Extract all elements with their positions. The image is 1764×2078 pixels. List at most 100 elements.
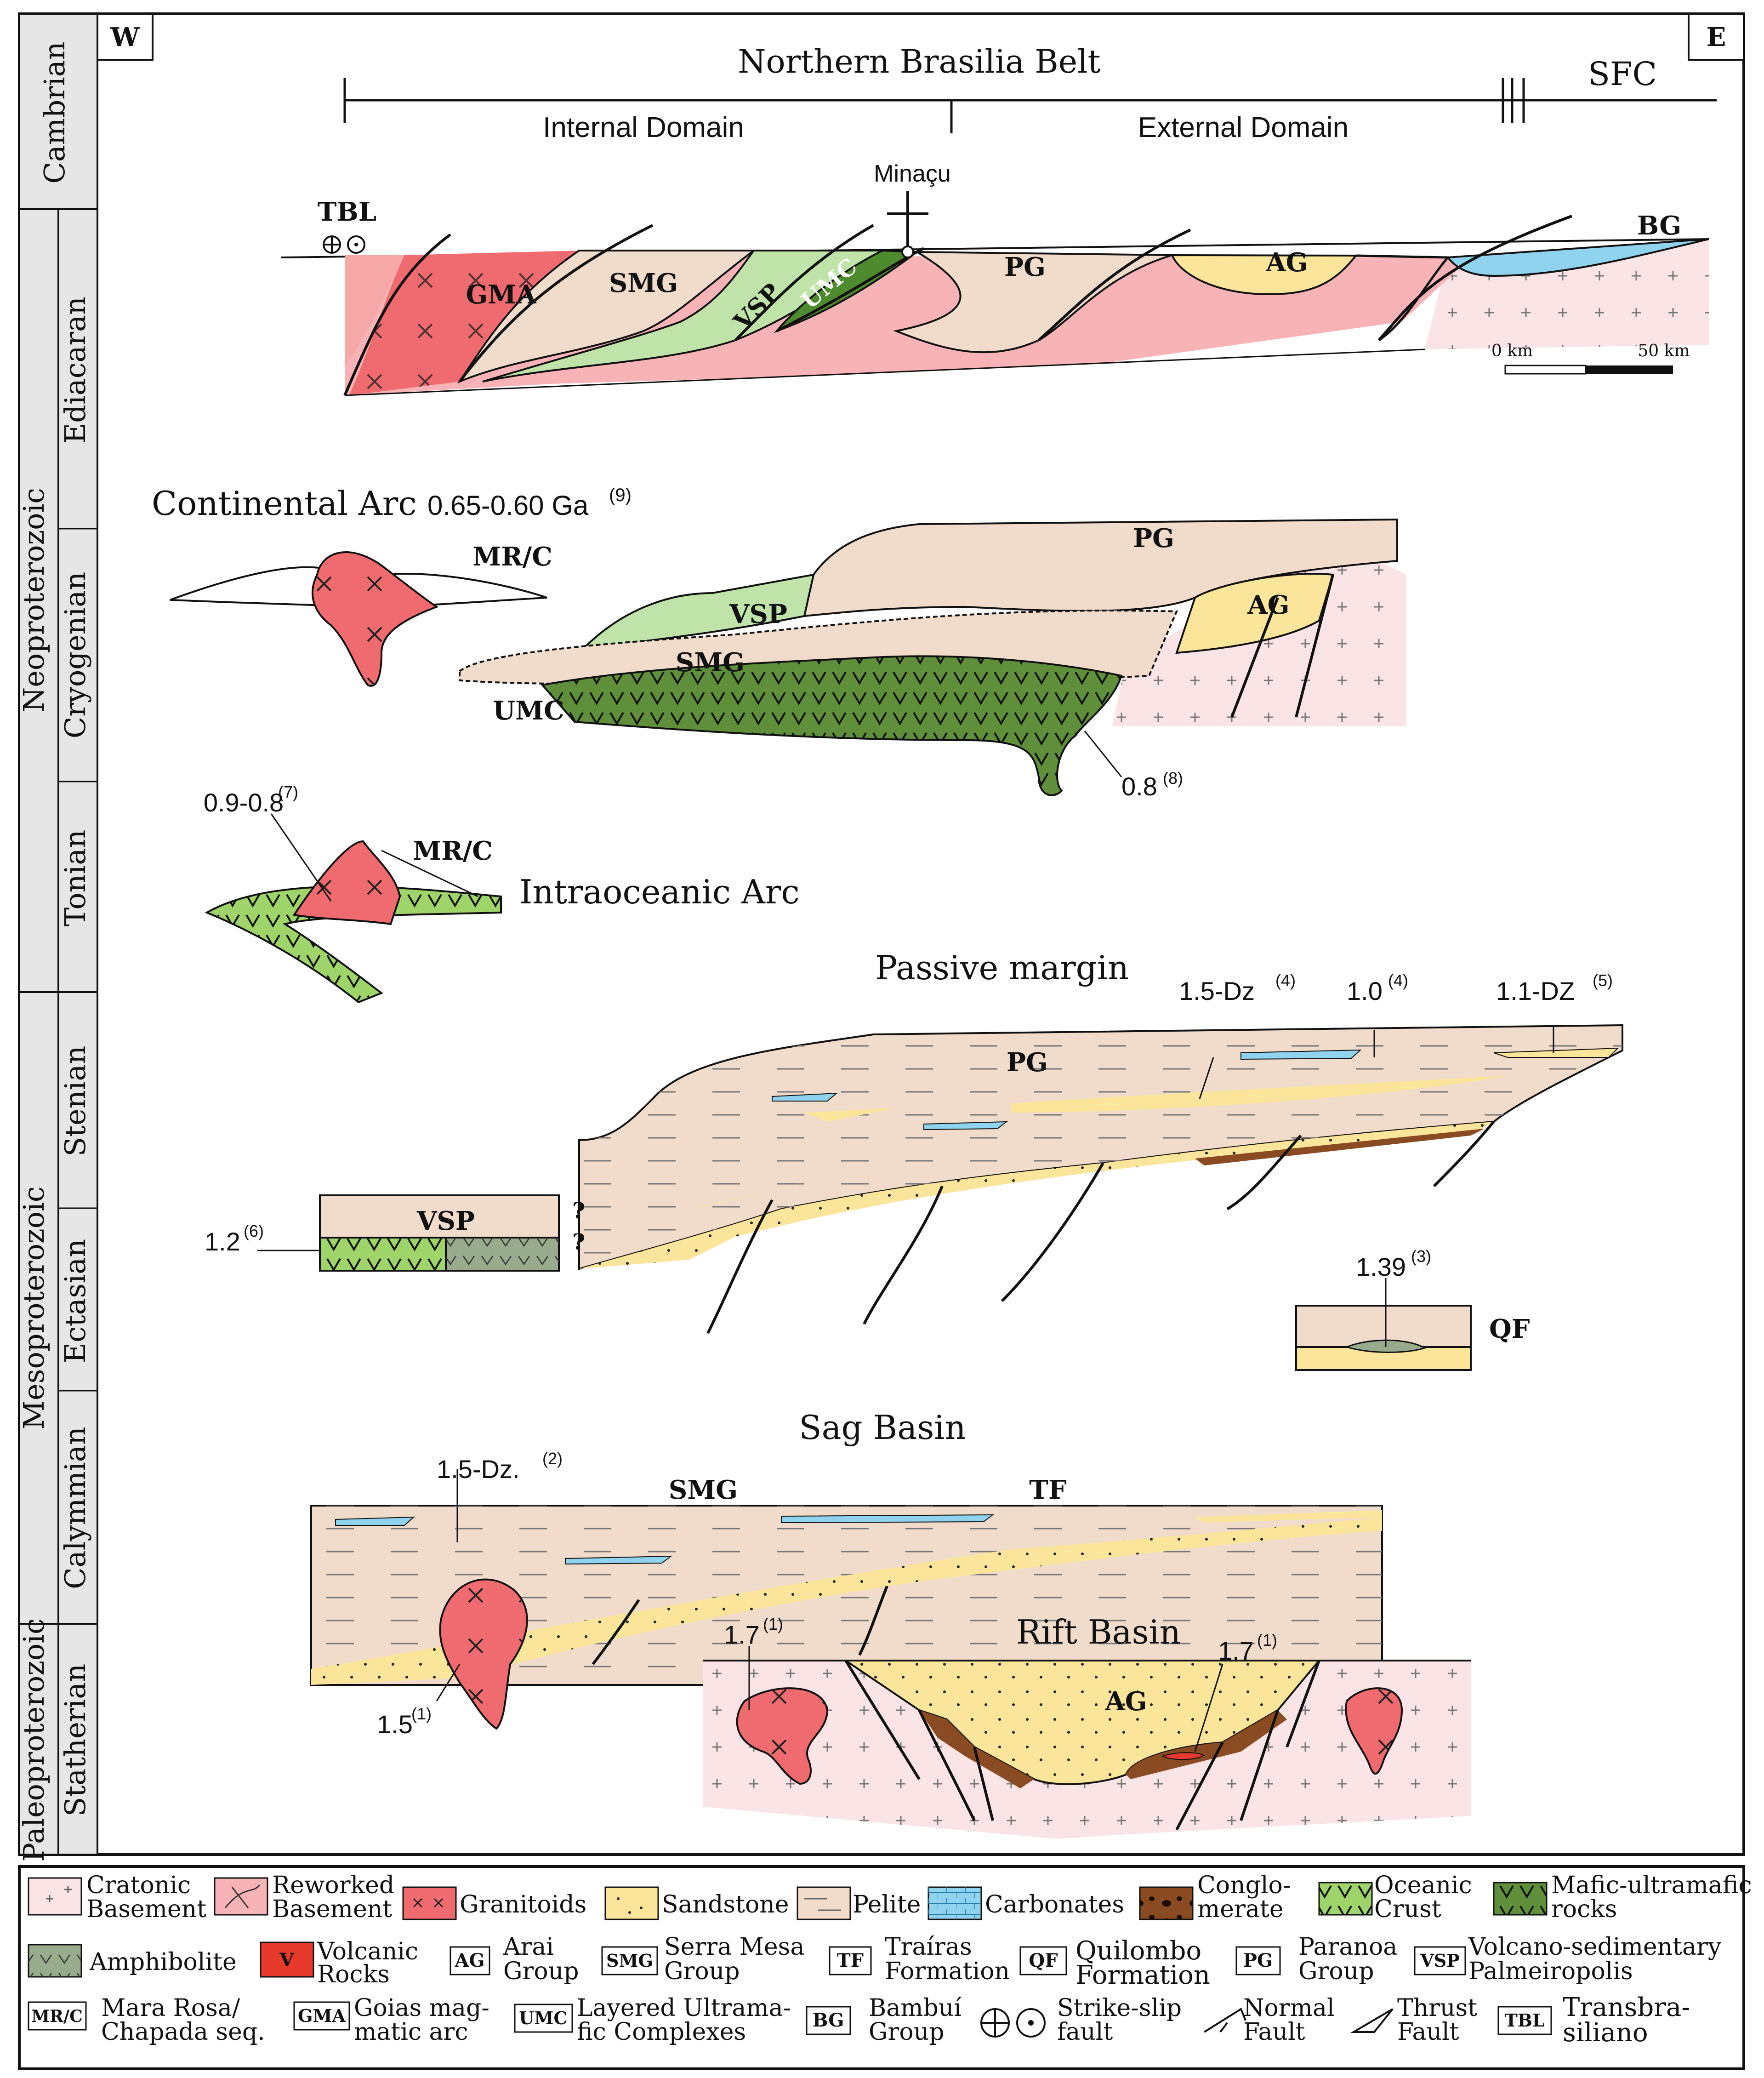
tbl-strike-slip-marker: TBL bbox=[318, 197, 376, 254]
svg-text:Mara Rosa/: Mara Rosa/ bbox=[101, 1994, 240, 2022]
svg-text:Reworked: Reworked bbox=[272, 1872, 394, 1899]
minacu-label: Minaçu bbox=[874, 160, 951, 187]
svg-text:V: V bbox=[279, 1949, 294, 1971]
era-mesoproterozoic: Mesoproterozoic bbox=[17, 1186, 51, 1429]
label-smg: SMG bbox=[609, 268, 678, 298]
svg-text:UMC: UMC bbox=[519, 2008, 567, 2028]
sag-dz-ref: (2) bbox=[542, 1449, 563, 1468]
svg-text:Conglo-: Conglo- bbox=[1197, 1872, 1291, 1899]
svg-text:Group: Group bbox=[664, 1958, 740, 1985]
continental-umc-ref: (8) bbox=[1163, 769, 1183, 788]
svg-text:TBL: TBL bbox=[1504, 2010, 1544, 2031]
legend-serra-mesa-group: SMG Serra Mesa Group bbox=[601, 1933, 804, 1985]
legend-thrust-fault: Thrust Fault bbox=[1350, 1994, 1477, 2046]
legend-cratonic-basement: Cratonic Basement bbox=[28, 1872, 206, 1923]
svg-text:E: E bbox=[1707, 22, 1726, 52]
legend-amphibolite: Amphibolite bbox=[28, 1944, 237, 1978]
vsp-unit-top bbox=[482, 250, 885, 382]
passive-dz1-ref: (4) bbox=[1275, 971, 1296, 990]
east-marker: E bbox=[1688, 13, 1745, 61]
legend-carbonates: Carbonates bbox=[928, 1886, 1124, 1920]
ag-unit-continental bbox=[1175, 573, 1334, 654]
svg-text:Formation: Formation bbox=[1075, 1960, 1210, 1990]
mrc-label-intraoceanic: MR/C bbox=[413, 836, 493, 866]
svg-text:Pelite: Pelite bbox=[853, 1891, 921, 1918]
rift-ref-right: (1) bbox=[1257, 1631, 1277, 1650]
svg-text:fic Complexes: fic Complexes bbox=[577, 2018, 746, 2046]
belt-title: Northern Brasilia Belt bbox=[738, 43, 1100, 80]
svg-text:Palmeiropolis: Palmeiropolis bbox=[1468, 1958, 1633, 1985]
passive-dz1: 1.5-Dz bbox=[1179, 976, 1255, 1005]
period-stenian: Stenian bbox=[58, 1046, 92, 1157]
svg-text:Cratonic: Cratonic bbox=[86, 1872, 191, 1899]
label-vsp-continental: VSP bbox=[729, 599, 787, 629]
svg-text:Volcanic: Volcanic bbox=[317, 1938, 418, 1965]
svg-text:1.39: 1.39 bbox=[1356, 1252, 1406, 1281]
svg-text:Basement: Basement bbox=[272, 1895, 392, 1923]
continental-arc-ref: (9) bbox=[609, 485, 632, 505]
passive-dz2-ref: (5) bbox=[1593, 971, 1613, 990]
svg-text:0 km: 0 km bbox=[1491, 342, 1533, 360]
svg-text:TBL: TBL bbox=[318, 197, 376, 227]
era-paleoproterozoic: Paleoproterozoic bbox=[17, 1618, 51, 1862]
legend-sandstone: Sandstone bbox=[604, 1886, 789, 1920]
legend-normal-fault: Normal Fault bbox=[1203, 1994, 1335, 2046]
legend-paranoa-group: PG Paranoa Group bbox=[1235, 1933, 1397, 1985]
legend-volcano-sedimentary-palmeiropolis: VSP Volcano-sedimentary Palmeiropolis bbox=[1414, 1933, 1722, 1985]
svg-text:Granitoids: Granitoids bbox=[460, 1891, 586, 1918]
era-neoproterozoic: Neoproterozoic bbox=[17, 488, 51, 712]
svg-text:Quilombo: Quilombo bbox=[1075, 1936, 1201, 1966]
svg-text:BG: BG bbox=[813, 2009, 844, 2031]
label-tf-sag: TF bbox=[1029, 1475, 1067, 1505]
svg-text:fault: fault bbox=[1057, 2018, 1113, 2046]
svg-text:Strike-slip: Strike-slip bbox=[1057, 1994, 1182, 2022]
legend-granitoids: Granitoids bbox=[402, 1886, 586, 1920]
sag-dz-label: 1.5-Dz. bbox=[437, 1455, 520, 1484]
period-calymmian: Calymmian bbox=[58, 1427, 92, 1589]
legend-trairas-formation: TF Traíras Formation bbox=[829, 1933, 1010, 1985]
internal-domain-label: Internal Domain bbox=[543, 112, 744, 143]
minacu-marker: Minaçu bbox=[874, 160, 951, 258]
label-gma: GMA bbox=[466, 280, 537, 310]
qf-block: 1.39 (3) QF bbox=[1295, 1247, 1530, 1371]
svg-text:Sandstone: Sandstone bbox=[662, 1891, 789, 1918]
label-ag-continental: AG bbox=[1247, 590, 1289, 620]
svg-text:Fault: Fault bbox=[1243, 2018, 1305, 2046]
label-smg-sag: SMG bbox=[669, 1475, 738, 1505]
period-cryogenian: Cryogenian bbox=[58, 572, 92, 738]
svg-text:GMA: GMA bbox=[298, 2005, 346, 2026]
legend-conglomerate: Conglo- merate bbox=[1139, 1872, 1291, 1923]
svg-text:Amphibolite: Amphibolite bbox=[89, 1948, 237, 1976]
svg-text:Group: Group bbox=[503, 1958, 579, 1985]
svg-text:QF: QF bbox=[1029, 1950, 1058, 1971]
svg-text:Crust: Crust bbox=[1374, 1895, 1441, 1923]
rift-age-right: 1.7 bbox=[1218, 1636, 1254, 1665]
svg-text:Mafic-ultramafic: Mafic-ultramafic bbox=[1551, 1872, 1752, 1899]
era-cambrian: Cambrian bbox=[38, 41, 71, 183]
sag-basin-title: Sag Basin bbox=[799, 1408, 966, 1447]
intraoceanic-arc-title: Intraoceanic Arc bbox=[519, 873, 800, 911]
legend-arai-group: AG Arai Group bbox=[450, 1933, 579, 1985]
period-ediacaran: Ediacaran bbox=[58, 297, 92, 444]
intraoceanic-ref: (7) bbox=[278, 782, 298, 801]
svg-text:PG: PG bbox=[1243, 1950, 1273, 1971]
legend-oceanic-crust: Oceanic Crust bbox=[1318, 1872, 1472, 1923]
intraoceanic-arc-panel: 0.9-0.8 (7) MR/C Intraoceanic Arc bbox=[204, 782, 800, 1004]
continental-arc-panel: Continental Arc 0.65-0.60 Ga (9) MR/C PG… bbox=[152, 484, 1406, 801]
rift-basin-panel: Rift Basin AG 1.7 (1) 1.7 (1) bbox=[703, 1613, 1471, 1839]
legend-layered-ultramafic-complexes: UMC Layered Ultrama- fic Complexes bbox=[514, 1994, 791, 2046]
label-pg-passive: PG bbox=[1007, 1047, 1048, 1078]
svg-text:MR/C: MR/C bbox=[31, 2007, 83, 2026]
legend-strike-slip-fault: Strike-slip fault bbox=[980, 1994, 1182, 2046]
legend-transbrasiliano: TBL Transbra- siliano bbox=[1497, 1992, 1690, 2048]
bg-unit-top bbox=[1446, 238, 1709, 277]
mrc-label-continental: MR/C bbox=[472, 542, 552, 572]
svg-text:Layered Ultrama-: Layered Ultrama- bbox=[577, 1994, 791, 2022]
legend-quilombo-formation: QF Quilombo Formation bbox=[1019, 1936, 1210, 1990]
label-pg: PG bbox=[1004, 252, 1046, 282]
vsp-unit-continental bbox=[581, 573, 815, 650]
svg-text:Fault: Fault bbox=[1397, 2018, 1459, 2046]
legend-bambui-group: BG Bambuí Group bbox=[806, 1994, 962, 2046]
svg-text:Thrust: Thrust bbox=[1397, 1994, 1477, 2022]
